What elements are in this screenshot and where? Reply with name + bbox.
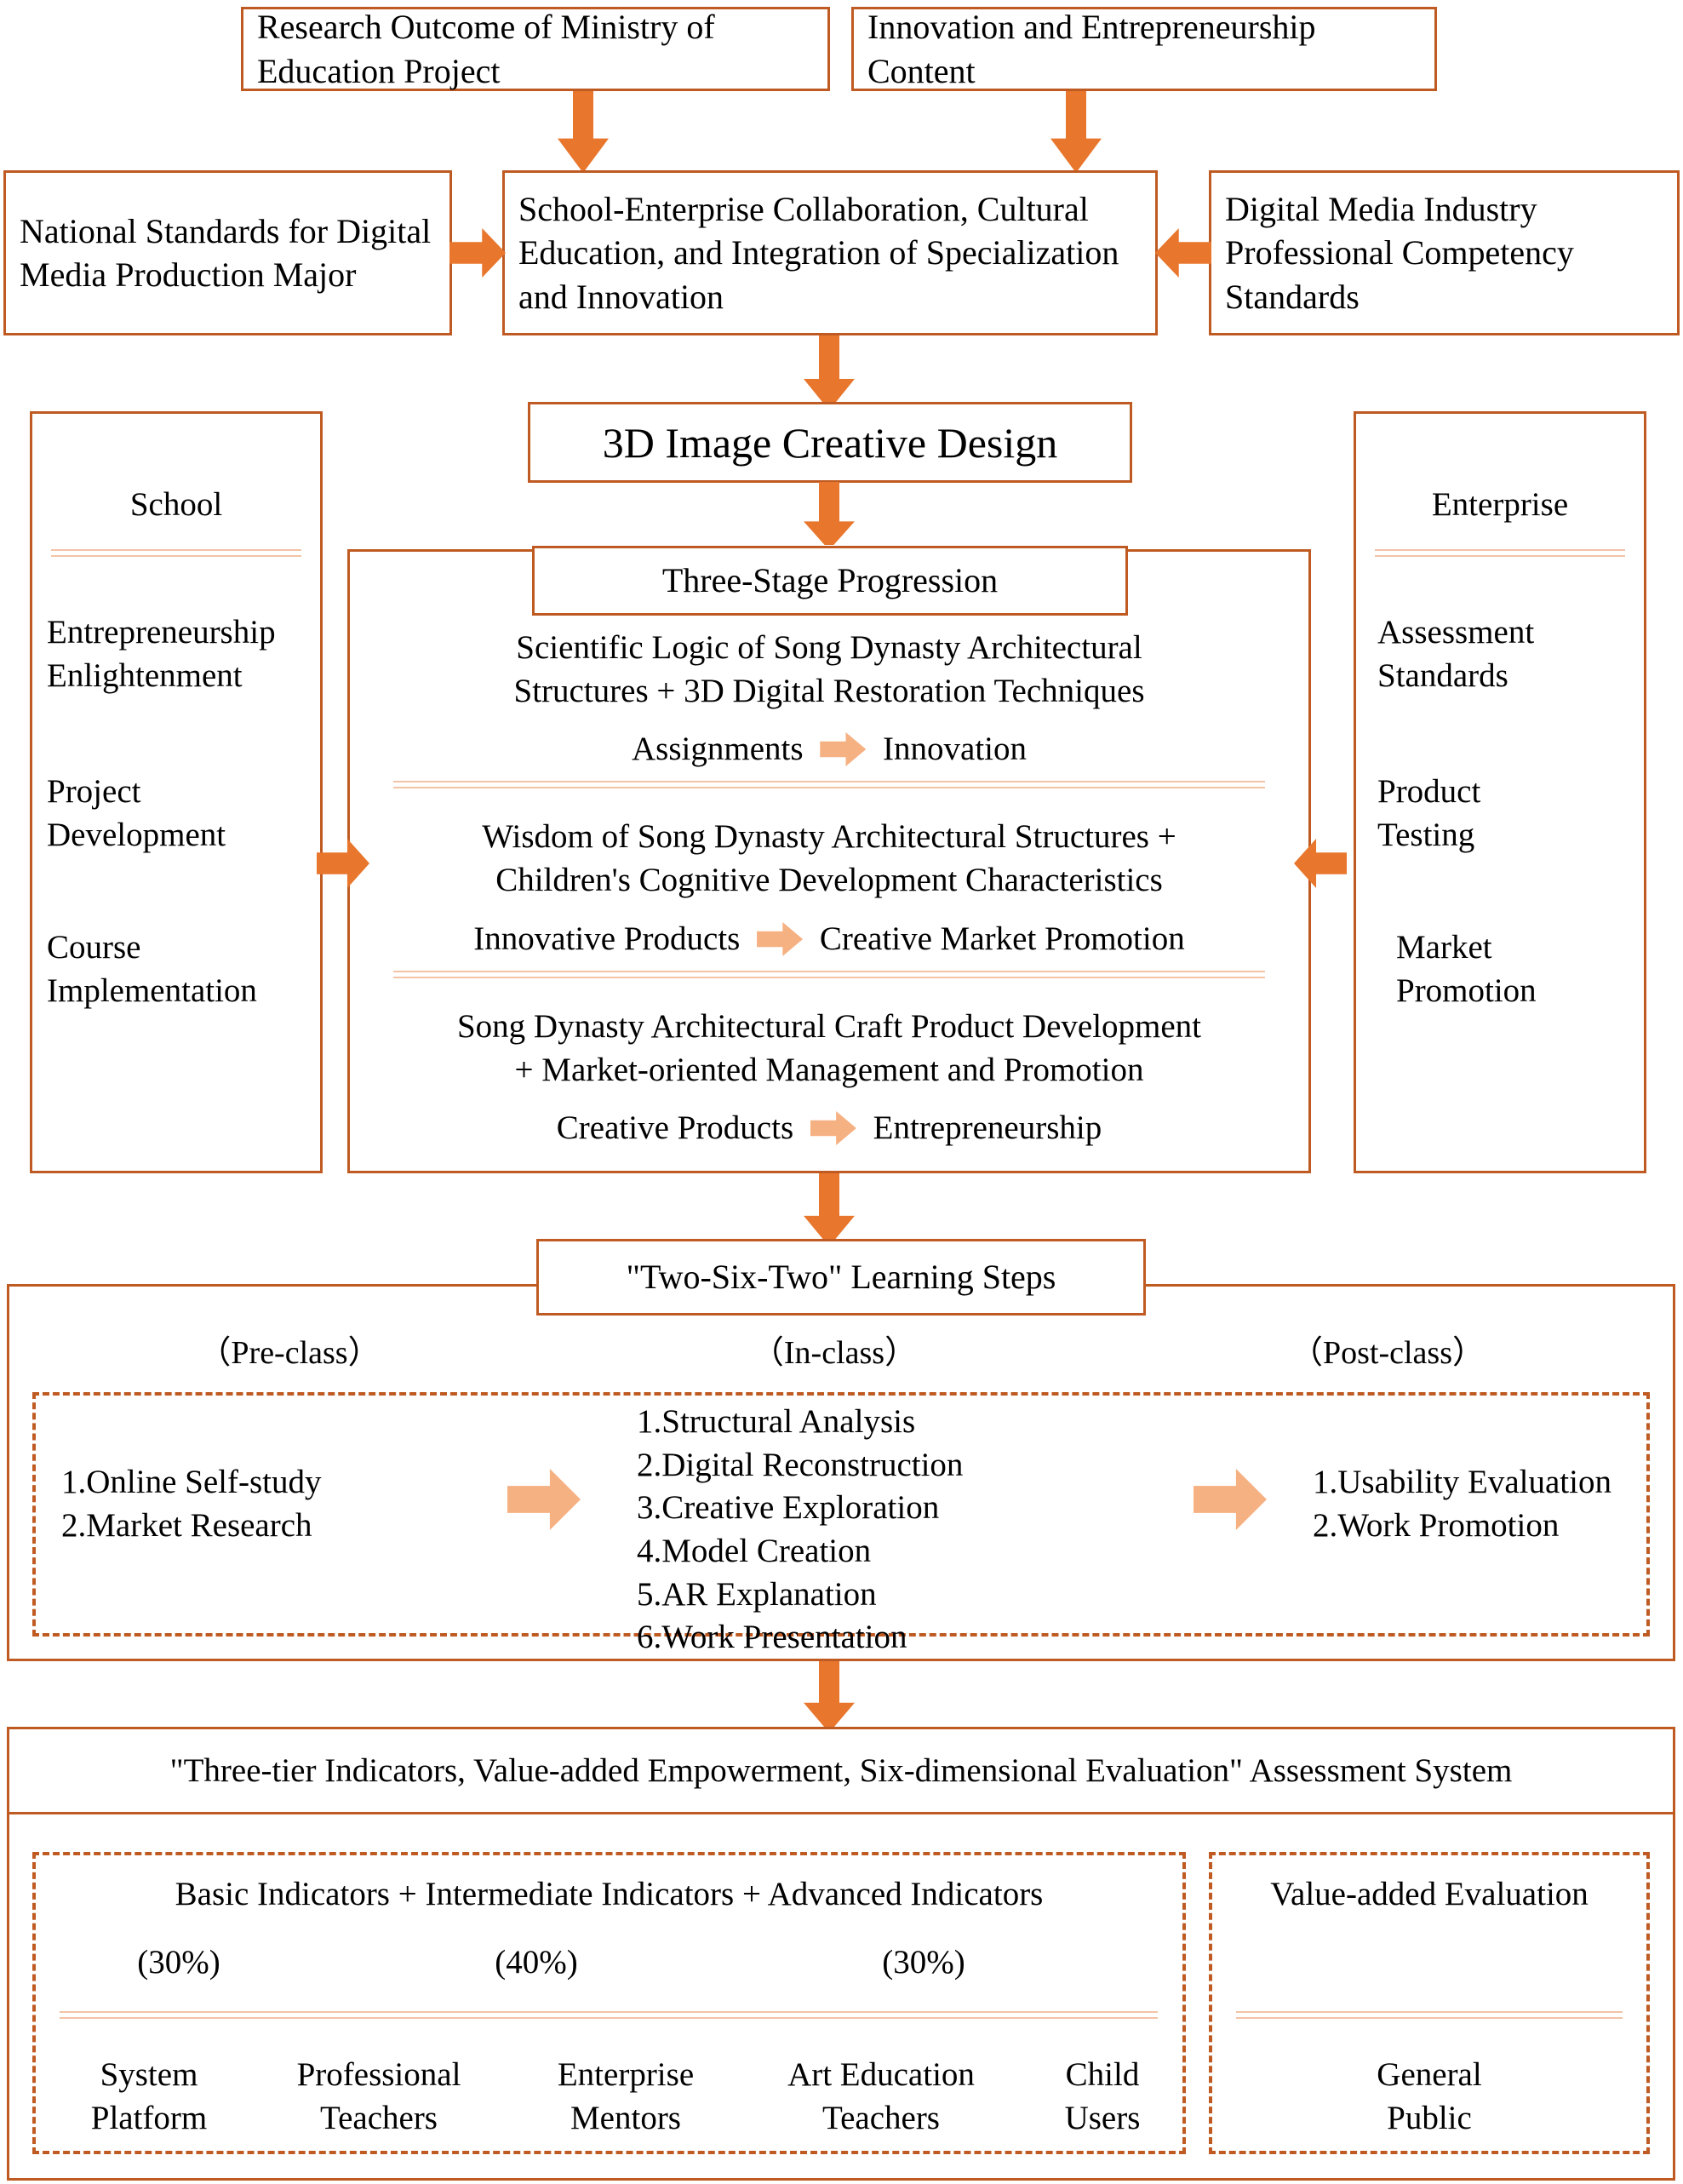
stage-3-flow: Creative Products Entrepreneurship xyxy=(364,1107,1294,1150)
assessment-weight-1: (40%) xyxy=(495,1944,578,1981)
assessment-value-added-separator xyxy=(1236,2011,1623,2019)
learning-phase-items-1: 1.Structural Analysis 2.Digital Reconstr… xyxy=(637,1403,964,1656)
box-research-outcome: Research Outcome of Ministry of Educatio… xyxy=(241,7,830,91)
box-innovation-content: Innovation and Entrepreneurship Content xyxy=(851,7,1437,91)
stage-3-flow-from: Creative Products xyxy=(556,1109,794,1146)
learning-phase-label-1: （In-class） xyxy=(751,1335,918,1371)
arrow-down-learning-to-assessment xyxy=(804,1661,855,1733)
arrow-down-stages-to-learning xyxy=(804,1173,855,1247)
arrow-down-course-to-progression xyxy=(804,482,855,550)
panel-school-item-1: Project Development xyxy=(47,773,226,853)
flow-arrow-icon xyxy=(810,1111,856,1145)
stage-2-separator xyxy=(393,971,1265,978)
learning-steps-dashed-area xyxy=(32,1392,1650,1637)
panel-learning-steps xyxy=(7,1284,1675,1661)
box-national-standards: National Standards for Digital Media Pro… xyxy=(3,170,452,335)
panel-school-item-2: Course Implementation xyxy=(47,929,257,1009)
stage-3-content: Song Dynasty Architectural Craft Product… xyxy=(456,1008,1202,1088)
course-title-text: 3D Image Creative Design xyxy=(602,418,1058,467)
arrow-down-innovation-to-core xyxy=(1050,91,1102,173)
assessment-weight-2: (30%) xyxy=(882,1944,965,1981)
stage-1-content: Scientific Logic of Song Dynasty Archite… xyxy=(513,629,1145,709)
stage-1-flow-from: Assignments xyxy=(632,731,804,767)
assessment-value-added-title: Value-added Evaluation xyxy=(1270,1876,1589,1912)
panel-enterprise-item-2: Market Promotion xyxy=(1396,929,1537,1009)
assessment-value-added-dashed-box xyxy=(1209,1852,1650,2154)
panel-enterprise-item-0: Assessment Standards xyxy=(1377,614,1535,694)
assessment-indicators-separator xyxy=(60,2011,1158,2019)
stage-2-flow-from: Innovative Products xyxy=(473,920,741,957)
box-learning-steps-header: "Two-Six-Two" Learning Steps xyxy=(536,1239,1146,1316)
assessment-value-added-evaluator: General Public xyxy=(1377,2056,1482,2136)
assessment-indicators-formula: Basic Indicators + Intermediate Indicato… xyxy=(175,1876,1044,1912)
panel-school xyxy=(30,411,323,1173)
panel-enterprise-separator xyxy=(1375,549,1625,557)
panel-school-title: School xyxy=(129,486,223,523)
learning-phase-label-2: （Post-class） xyxy=(1290,1335,1485,1371)
arrow-left-industry-to-core xyxy=(1155,228,1211,278)
box-industry-standards: Digital Media Industry Professional Comp… xyxy=(1209,170,1680,335)
stage-1-flow-to: Innovation xyxy=(883,731,1027,767)
learning-phase-label-0: （Pre-class） xyxy=(198,1335,381,1371)
arrow-right-standards-to-core xyxy=(449,228,506,278)
stage-1-flow: Assignments Innovation xyxy=(364,728,1294,771)
learning-phase-items-0: 1.Online Self-study 2.Market Research xyxy=(61,1464,322,1544)
assessment-weight-0: (30%) xyxy=(137,1944,220,1981)
assessment-evaluator-2: Enterprise Mentors xyxy=(557,2056,695,2136)
assessment-evaluator-4: Child Users xyxy=(1064,2056,1141,2136)
box-core-integration: School-Enterprise Collaboration, Cultura… xyxy=(502,170,1158,335)
arrow-down-core-to-course xyxy=(804,335,855,410)
box-research-outcome-text: Research Outcome of Ministry of Educatio… xyxy=(257,8,715,90)
flow-arrow-icon xyxy=(757,922,804,956)
stage-2-content: Wisdom of Song Dynasty Architectural Str… xyxy=(482,818,1176,898)
stage-2-flow-to: Creative Market Promotion xyxy=(819,920,1185,957)
arrow-down-research-to-core xyxy=(558,91,609,173)
box-national-standards-text: National Standards for Digital Media Pro… xyxy=(20,211,432,294)
assessment-title: "Three-tier Indicators, Value-added Empo… xyxy=(169,1752,1513,1789)
stage-2-flow: Innovative Products Creative Market Prom… xyxy=(364,918,1294,961)
panel-assessment-system xyxy=(7,1727,1675,2181)
assessment-indicators-dashed-box xyxy=(32,1852,1186,2154)
panel-enterprise xyxy=(1354,411,1646,1173)
box-three-stage-progression-header: Three-Stage Progression xyxy=(532,546,1128,616)
flow-arrow-icon xyxy=(820,732,867,766)
box-industry-standards-text: Digital Media Industry Professional Comp… xyxy=(1225,190,1574,316)
stage-3-flow-to: Entrepreneurship xyxy=(873,1109,1102,1146)
panel-enterprise-title: Enterprise xyxy=(1431,486,1569,523)
panel-enterprise-item-1: Product Testing xyxy=(1377,773,1481,853)
learning-steps-header-text: "Two-Six-Two" Learning Steps xyxy=(626,1258,1056,1297)
panel-school-separator xyxy=(51,549,301,557)
assessment-evaluator-0: System Platform xyxy=(90,2056,208,2136)
assessment-title-divider xyxy=(7,1812,1675,1814)
stage-1-separator xyxy=(393,781,1265,788)
box-course-title: 3D Image Creative Design xyxy=(528,402,1132,483)
assessment-evaluator-3: Art Education Teachers xyxy=(787,2056,975,2136)
assessment-evaluator-1: Professional Teachers xyxy=(296,2056,461,2136)
box-core-integration-text: School-Enterprise Collaboration, Cultura… xyxy=(518,190,1119,316)
box-innovation-content-text: Innovation and Entrepreneurship Content xyxy=(867,8,1316,90)
learning-phase-items-2: 1.Usability Evaluation 2.Work Promotion xyxy=(1313,1464,1611,1544)
panel-three-stage xyxy=(347,549,1311,1173)
panel-school-item-0: Entrepreneurship Enlightenment xyxy=(47,614,276,694)
progression-header-text: Three-Stage Progression xyxy=(661,561,999,600)
